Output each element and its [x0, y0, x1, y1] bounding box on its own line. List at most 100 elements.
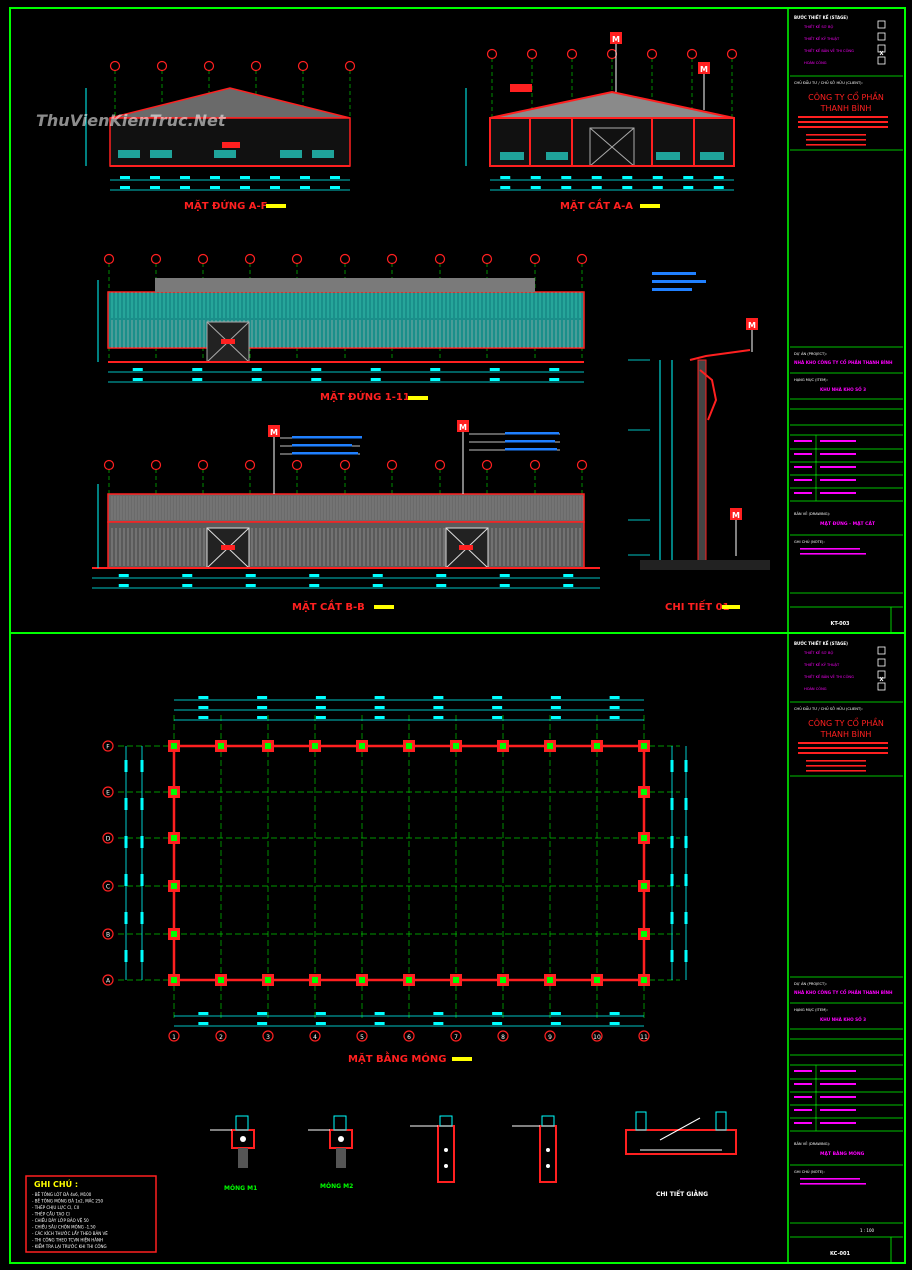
dimension-text [563, 574, 574, 577]
dimension-text [550, 716, 561, 719]
note-line: - THI CÔNG THEO TCVN HIỆN HÀNH [32, 1238, 103, 1243]
dimension-text [670, 912, 674, 924]
grid-number: 3 [266, 1034, 270, 1041]
stage-checkbox [877, 44, 886, 53]
grid-number: 2 [219, 1034, 223, 1041]
callout-tags: M M M M M M [270, 35, 756, 520]
title-block-bottom: BƯỚC THIẾT KẾ (STAGE)THIẾT KẾ SƠ BỘTHIẾT… [790, 640, 903, 1263]
drawing-label: BẢN VẼ (DRAWING): [794, 511, 830, 516]
dimension-text [330, 176, 340, 179]
grid-bubble [344, 60, 356, 72]
grid-number: 7 [454, 1034, 458, 1041]
dimension-text [652, 186, 663, 189]
stage-checkbox [877, 20, 886, 29]
tie-beam-detail [625, 1111, 737, 1155]
sign-name [820, 466, 856, 468]
column [171, 835, 177, 841]
column [594, 977, 600, 983]
dimension-text [499, 574, 510, 577]
project-name: NHÀ KHO CÔNG TY CỔ PHẦN THANH BÌNH [794, 990, 893, 995]
stage-item: THIẾT KẾ SƠ BỘ [803, 23, 834, 29]
sign-name [820, 440, 856, 442]
footing-detail-3 [410, 1115, 455, 1183]
owner-label: CHỦ ĐẦU TƯ / CHỦ SỞ HỮU (CLIENT): [794, 80, 863, 85]
grid-bubble [244, 253, 256, 265]
grid-bubble [529, 459, 541, 471]
column [359, 743, 365, 749]
grid-bubble [339, 253, 351, 265]
dimension-text [140, 836, 144, 848]
title-elevation-1-11: MẶT ĐỨNG 1-11 [320, 389, 410, 403]
dimension-text [489, 378, 500, 381]
company-name: THANH BÌNH [820, 728, 872, 739]
dimension-text [210, 186, 220, 189]
column [218, 743, 224, 749]
column [171, 977, 177, 983]
elevation-1-11 [97, 253, 588, 383]
grid-number: 1 [172, 1034, 176, 1041]
company-name: THANH BÌNH [820, 102, 872, 113]
dimension-text [670, 874, 674, 886]
callout-tag: M [459, 423, 467, 432]
drawing-label: BẢN VẼ (DRAWING): [794, 1141, 830, 1146]
column [500, 743, 506, 749]
dimension-text [652, 176, 663, 179]
stage-header: BƯỚC THIẾT KẾ (STAGE) [794, 640, 848, 646]
dimension-text [257, 706, 268, 709]
dimension-text [561, 186, 572, 189]
dimension-text [124, 950, 128, 962]
address-line [806, 139, 866, 141]
grid-bubble [726, 48, 738, 60]
column [641, 835, 647, 841]
callout-tag: M [270, 428, 278, 437]
grid-bubble [297, 60, 309, 72]
address-line [798, 742, 888, 744]
dimension-text [670, 760, 674, 772]
dimension-text [370, 378, 381, 381]
footing-details [210, 1111, 737, 1183]
grid-bubble [434, 253, 446, 265]
grid-bubble [150, 253, 162, 265]
dimension-text [124, 836, 128, 848]
note-label: GHI CHÚ (NOTE): [794, 1169, 825, 1174]
dimension-text [330, 186, 340, 189]
dimension-text [550, 1012, 561, 1015]
dimension-text [500, 186, 511, 189]
sign-name [820, 479, 856, 481]
note-line: - CÁC KÍCH THƯỚC LẤY THEO BẢN VẼ [32, 1231, 108, 1236]
dimension-text [198, 1012, 209, 1015]
dimension-text [180, 176, 190, 179]
sign-role [794, 1083, 812, 1085]
top-sheet: MẶT ĐỨNG A-F MẶT CẮT A-A MẶT ĐỨNG 1-11 M… [36, 32, 770, 613]
grid-number: 6 [407, 1034, 411, 1041]
dimension-text [372, 574, 383, 577]
grid-number: 11 [640, 1034, 648, 1041]
footing-detail-4 [512, 1115, 557, 1183]
grid-bubble [197, 253, 209, 265]
dimension-text [120, 186, 130, 189]
stage-item: THIẾT KẾ BẢN VẼ THI CÔNG [803, 673, 854, 679]
dimension-text [609, 716, 620, 719]
column [406, 977, 412, 983]
stage-item: HOÀN CÔNG [804, 60, 827, 65]
dimension-text [492, 706, 503, 709]
address-line [806, 770, 866, 772]
title-elevation-a-f: MẶT ĐỨNG A-F [184, 198, 268, 212]
grid-bubble [544, 1030, 556, 1042]
sign-name [820, 1109, 856, 1111]
stage-item: THIẾT KẾ KỸ THUẬT [803, 661, 840, 667]
grid-bubble [386, 459, 398, 471]
sign-role [794, 479, 812, 481]
address-line [798, 116, 888, 118]
column [594, 743, 600, 749]
column [641, 931, 647, 937]
dimension-text [433, 706, 444, 709]
title-tie-beam-detail: CHI TIẾT GIẰNG [656, 1190, 708, 1198]
dimension-text [140, 874, 144, 886]
company-name: CÔNG TY CỔ PHẦN [808, 90, 884, 102]
footing-detail-m1 [210, 1115, 255, 1168]
column [312, 977, 318, 983]
dimension-text [430, 378, 441, 381]
dimension-text [622, 176, 633, 179]
